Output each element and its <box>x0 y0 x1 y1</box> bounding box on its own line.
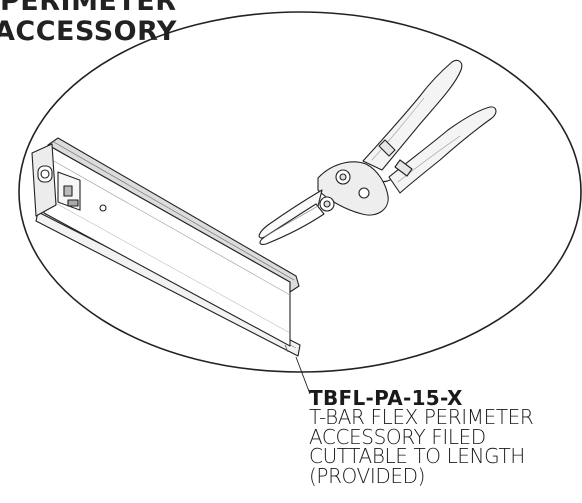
perimeter-rail-icon <box>31 137 311 395</box>
part-number: TBFL-PA-15-X <box>309 386 463 410</box>
description-line-1: T-BAR FLEX PERIMETER <box>309 405 534 429</box>
aviation-snips-icon <box>258 59 497 245</box>
title-line-2: ACCESSORY <box>0 16 177 47</box>
detail-oval <box>18 11 582 373</box>
description-line-3: CUTTABLE TO LENGTH <box>309 444 525 468</box>
part-callout: TBFL-PA-15-X T-BAR FLEX PERIMETER ACCESS… <box>309 388 582 486</box>
description-line-2: ACCESSORY FILED <box>309 424 486 449</box>
description-line-4: (PROVIDED) <box>309 463 425 488</box>
title-line-1: PERIMETER <box>0 0 177 17</box>
